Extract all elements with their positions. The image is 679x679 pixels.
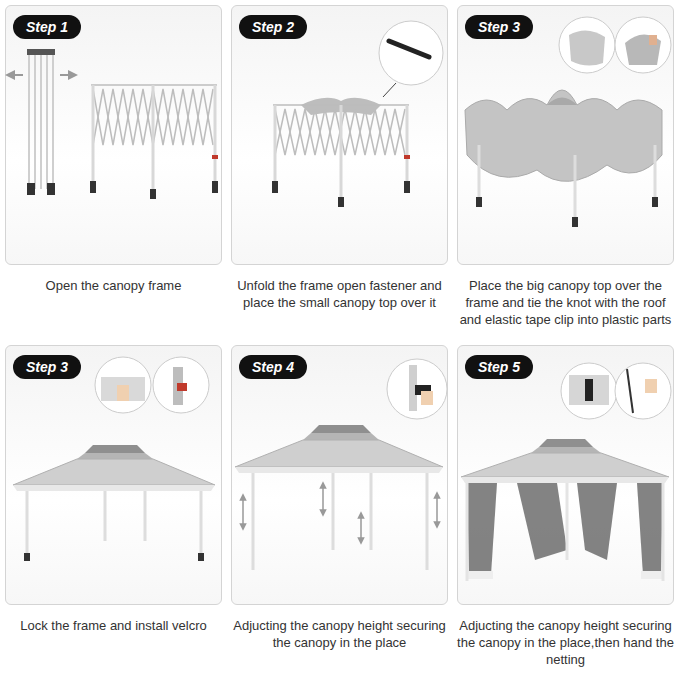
step-badge-text: Step 2 (252, 19, 294, 35)
step-panel: Adjucting the canopy height securing the… (457, 345, 674, 675)
step-badge-text: Step 1 (26, 19, 68, 35)
step-caption: Lock the frame and install velcro (5, 611, 222, 634)
step-caption: Adjucting the canopy height securing the… (457, 611, 674, 668)
step-badge: Step 1 (13, 15, 81, 39)
step-badge-text: Step 5 (478, 359, 520, 375)
step-panel: Place the big canopy top over the frame … (457, 5, 674, 335)
panel-frame (5, 5, 222, 265)
step-badge: Step 5 (465, 355, 533, 379)
step-badge: Step 2 (239, 15, 307, 39)
step-caption: Open the canopy frame (5, 271, 222, 294)
step-badge-text: Step 4 (252, 359, 294, 375)
panel-frame (231, 5, 448, 265)
panel-frame (231, 345, 448, 605)
step-badge-text: Step 3 (478, 19, 520, 35)
step-caption: Adjucting the canopy height securing the… (231, 611, 448, 651)
panel-frame (457, 345, 674, 605)
step-badge: Step 3 (465, 15, 533, 39)
panel-frame (5, 345, 222, 605)
step-badge: Step 3 (13, 355, 81, 379)
step-panel: Lock the frame and install velcro Step 3 (5, 345, 222, 675)
panel-frame (457, 5, 674, 265)
step-badge-text: Step 3 (26, 359, 68, 375)
step-caption: Unfold the frame open fastener and place… (231, 271, 448, 311)
step-caption: Place the big canopy top over the frame … (457, 271, 674, 328)
step-panel: Adjucting the canopy height securing the… (231, 345, 448, 675)
step-panel: Unfold the frame open fastener and place… (231, 5, 448, 335)
step-panel: Open the canopy frame Step 1 (5, 5, 222, 335)
step-badge: Step 4 (239, 355, 307, 379)
